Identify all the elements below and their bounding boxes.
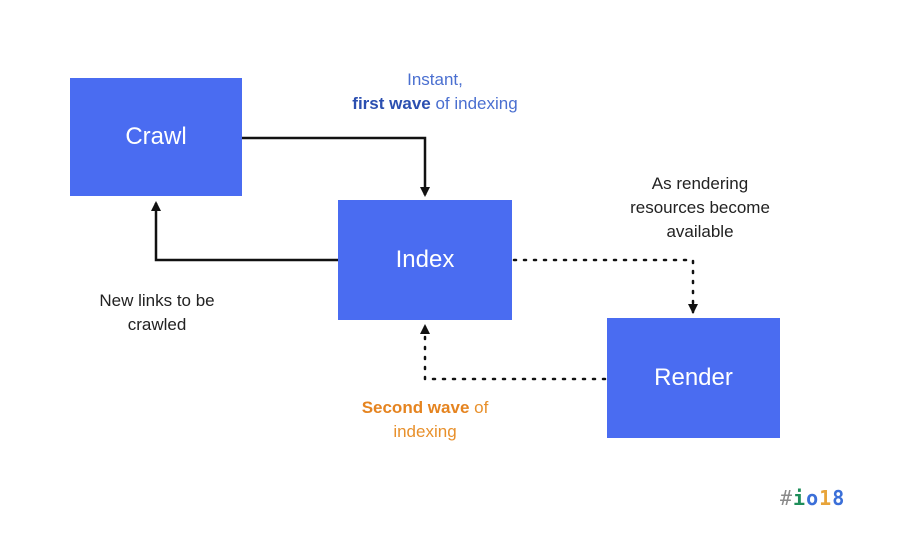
logo-hash: #: [780, 486, 794, 510]
second-wave-line1: Second wave of: [330, 396, 520, 420]
second-wave-caption: Second wave of indexing: [330, 396, 520, 444]
index-label: Index: [395, 246, 455, 273]
arrow-render-to-index: [420, 324, 607, 381]
first-wave-caption: Instant, first wave of indexing: [320, 68, 550, 116]
new-links-line1: New links to be: [99, 291, 215, 310]
first-wave-line2: first wave of indexing: [320, 92, 550, 116]
render-node: Render: [607, 318, 780, 438]
new-links-caption: New links to be crawled: [62, 289, 252, 337]
arrow-index-to-crawl: [151, 201, 338, 262]
first-wave-rest: of indexing: [430, 94, 518, 113]
second-wave-bold: Second wave: [361, 398, 470, 417]
render-label: Render: [654, 364, 733, 391]
resources-line1: As rendering: [651, 174, 749, 193]
new-links-line2: crawled: [127, 315, 187, 334]
io-logo: #io18: [780, 486, 845, 510]
logo-char-8: 8: [832, 486, 846, 510]
arrow-index-to-render: [512, 258, 698, 314]
index-node: Index: [338, 200, 512, 320]
rendering-resources-caption: As rendering resources become available: [600, 172, 800, 244]
crawl-node: Crawl: [70, 78, 242, 196]
resources-line3: available: [666, 222, 734, 241]
logo-char-o: o: [806, 486, 820, 510]
second-wave-rest: of: [469, 398, 489, 417]
arrow-crawl-to-index: [242, 136, 430, 197]
crawl-label: Crawl: [125, 123, 187, 150]
logo-char-i: i: [793, 486, 807, 510]
second-wave-line2: indexing: [393, 422, 457, 441]
logo-char-1: 1: [819, 486, 833, 510]
first-wave-bold: first wave: [352, 94, 431, 113]
first-wave-line1: Instant,: [407, 70, 463, 89]
resources-line2: resources become: [630, 198, 770, 217]
